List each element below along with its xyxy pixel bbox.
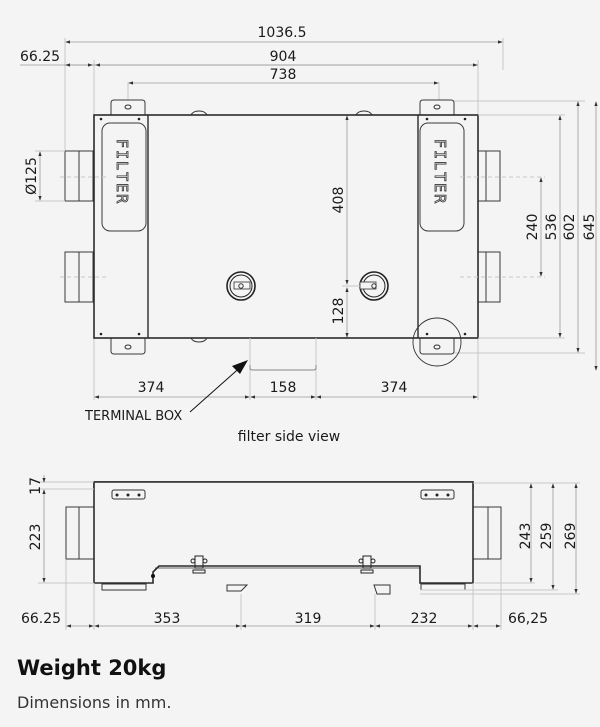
dim-center-height: 408 xyxy=(331,187,347,214)
dim-bracket-spacing: 738 xyxy=(270,67,297,83)
dim-seg2: 319 xyxy=(295,611,322,627)
view-caption: filter side view xyxy=(238,429,340,445)
dim-lower-height: 128 xyxy=(331,298,347,325)
dim-left-offset: 66.25 xyxy=(20,49,60,65)
dim-height-a: 243 xyxy=(518,523,534,550)
dim-height-b: 259 xyxy=(539,523,555,550)
dim-side-duct-height: 223 xyxy=(28,524,44,551)
filter-label-right: FILTER xyxy=(431,139,449,205)
dim-side-right-offset: 66,25 xyxy=(508,611,548,627)
dim-overall-width: 1036.5 xyxy=(258,25,307,41)
latch-right xyxy=(358,555,376,574)
filter-side-view: 1036.5 66.25 904 738 xyxy=(20,25,598,445)
terminal-box-label: TERMINAL BOX xyxy=(84,409,182,424)
dim-terminal-width: 158 xyxy=(270,380,297,396)
drain-knob-left xyxy=(226,271,256,301)
dim-side-left-offset: 66.25 xyxy=(21,611,61,627)
dim-overall-depth: 645 xyxy=(582,214,598,241)
dim-seg3: 232 xyxy=(411,611,438,627)
dim-body-width: 904 xyxy=(270,49,297,65)
dim-duct-spacing: 240 xyxy=(525,214,541,241)
dim-duct-diameter: Ø125 xyxy=(24,157,40,195)
dim-right-section: 374 xyxy=(381,380,408,396)
dim-top-offset: 17 xyxy=(28,477,44,495)
dim-seg1: 353 xyxy=(154,611,181,627)
dim-body-depth: 536 xyxy=(544,214,560,241)
dim-bracket-depth: 602 xyxy=(562,214,578,241)
dim-left-section: 374 xyxy=(138,380,165,396)
dim-height-c: 269 xyxy=(563,523,579,550)
weight-heading: Weight 20kg xyxy=(17,656,167,680)
filter-label-left: FILTER xyxy=(113,139,131,205)
dimensions-note: Dimensions in mm. xyxy=(17,693,172,712)
latch-left xyxy=(190,555,208,574)
side-view: 17 223 243 259 269 66.25 353 319 232 66,… xyxy=(21,475,580,630)
